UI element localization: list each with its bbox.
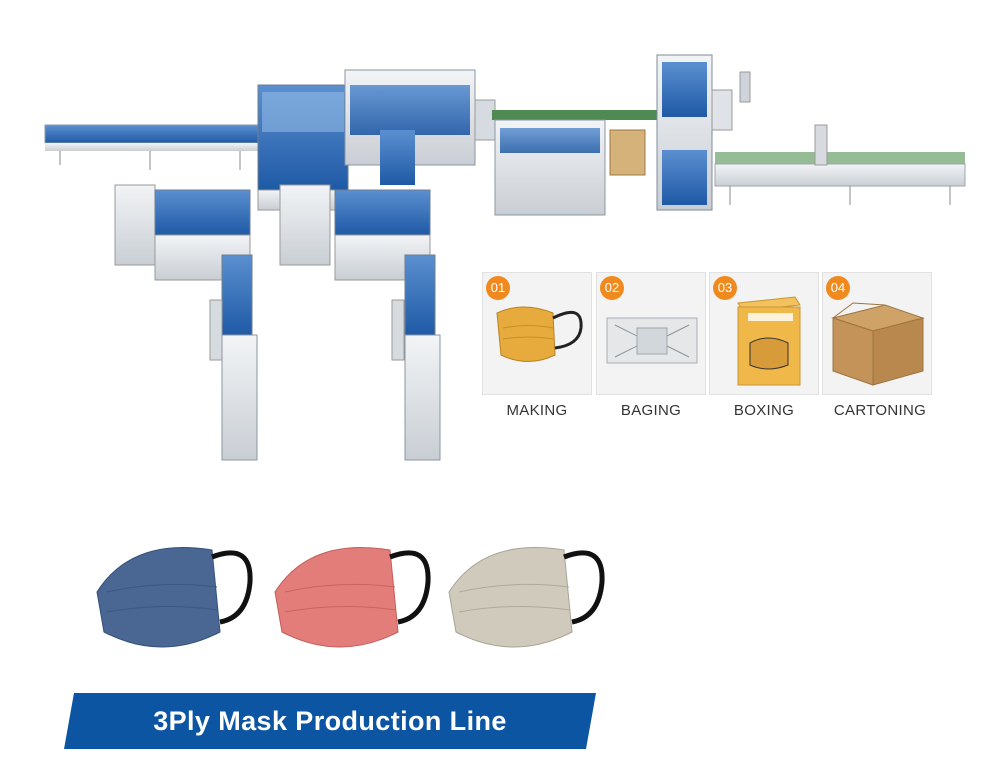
title-banner: 3Ply Mask Production Line — [153, 706, 507, 736]
mask-forming-machine-right — [279, 184, 441, 461]
step-card-boxing: 03 — [709, 272, 819, 395]
blue-mask-icon — [96, 547, 253, 648]
step-card-making: 01 — [482, 272, 592, 395]
title-banner-background — [64, 693, 596, 749]
step-label-making: MAKING — [506, 402, 568, 419]
bagged-mask-icon — [606, 317, 698, 364]
step-number: 03 — [713, 276, 737, 300]
step-label-cartoning: CARTONING — [833, 402, 927, 419]
step-number: 01 — [486, 276, 510, 300]
mask-color-samples — [96, 547, 605, 648]
yellow-mask-icon — [496, 306, 583, 362]
step-label-boxing: BOXING — [733, 402, 795, 419]
pink-mask-icon — [274, 547, 431, 648]
infeed-conveyor — [44, 124, 261, 170]
step-card-cartoning: 04 — [822, 272, 932, 395]
step-number: 02 — [600, 276, 624, 300]
step-label-baging: BAGING — [620, 402, 682, 419]
mask-forming-machine-left — [114, 184, 258, 461]
carton-box-icon — [831, 302, 925, 386]
production-line-illustration — [44, 54, 966, 461]
packaging-line — [492, 54, 966, 216]
mask-box-icon — [737, 296, 801, 386]
step-number: 04 — [826, 276, 850, 300]
beige-mask-icon — [448, 547, 605, 648]
step-card-baging: 02 — [596, 272, 706, 395]
